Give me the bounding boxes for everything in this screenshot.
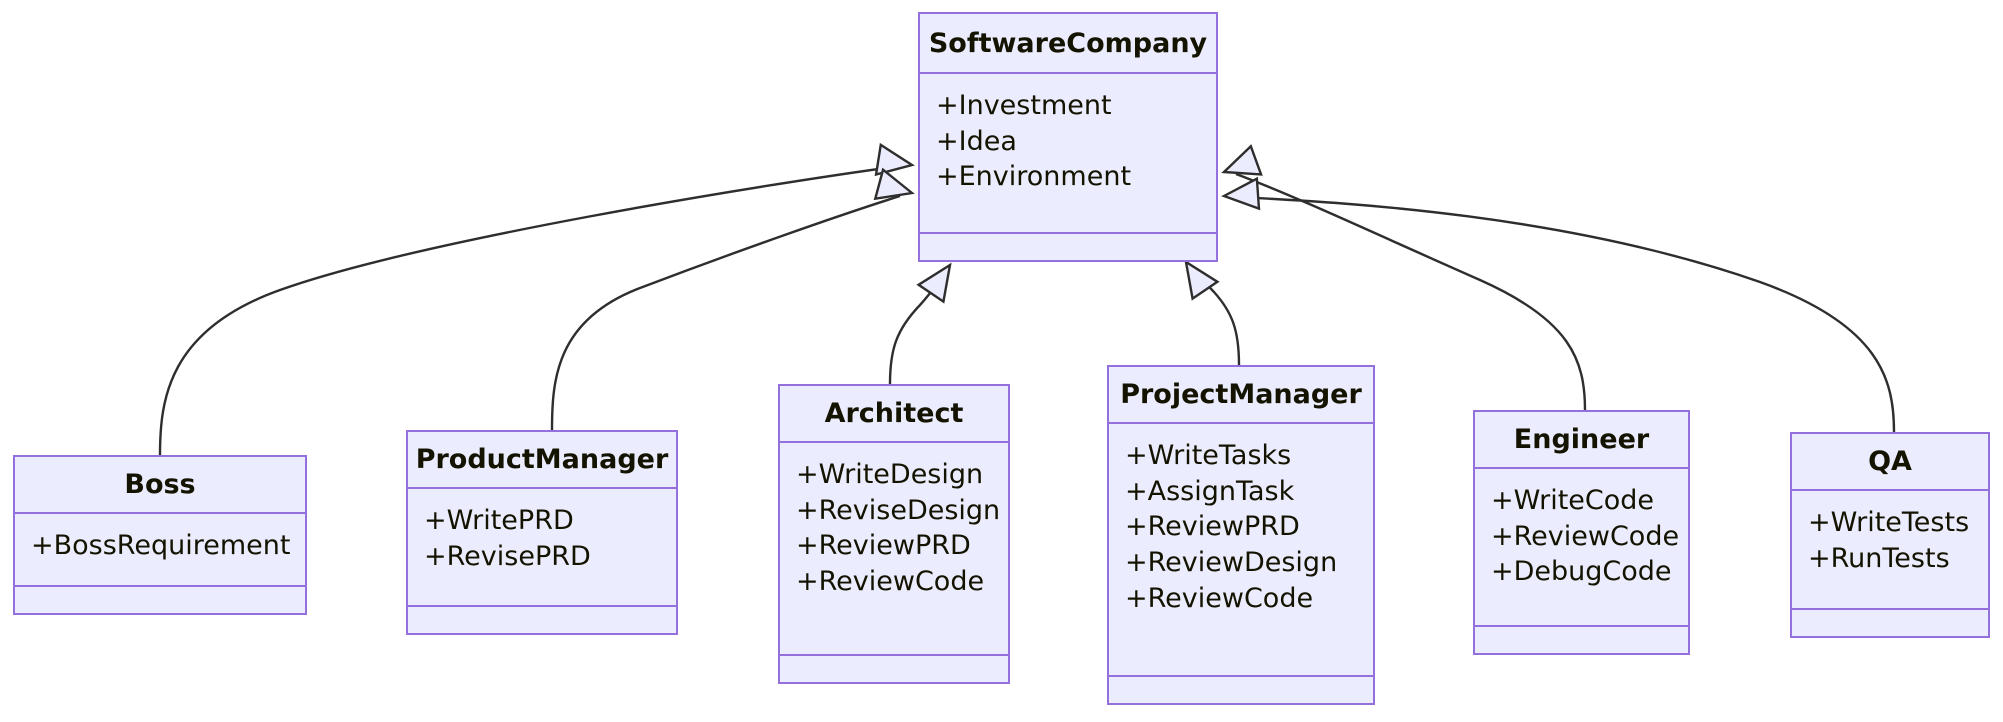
class-name-project_manager: ProjectManager — [1120, 379, 1362, 410]
class-title-divider-project_manager — [1109, 422, 1373, 424]
class-attribute: +ReviewCode — [796, 565, 985, 597]
class-attribute: +DebugCode — [1491, 556, 1672, 588]
generalization-arrowhead-icon — [874, 142, 915, 177]
class-attribute: +WritePRD — [424, 505, 574, 536]
class-methods-qa — [1792, 610, 1988, 636]
class-box-product_manager[interactable]: ProductManager +WritePRD +RevisePRD — [406, 430, 678, 635]
class-title-divider-architect — [780, 441, 1008, 443]
edge-line — [888, 273, 945, 385]
edge-architect-to-company — [888, 262, 952, 385]
class-name-engineer: Engineer — [1513, 424, 1650, 455]
class-attribute: +RevisePRD — [424, 540, 591, 572]
class-methods-product_manager — [408, 607, 676, 633]
class-attribute: +ReviseDesign — [796, 494, 1001, 526]
class-methods-engineer — [1475, 627, 1688, 653]
generalization-arrowhead-icon — [1221, 176, 1261, 211]
class-attr-divider-product_manager — [408, 605, 676, 607]
generalization-arrowhead-icon — [916, 262, 952, 304]
class-attribute: +Environment — [936, 161, 1132, 193]
class-attributes-boss: +BossRequirement — [15, 514, 305, 585]
class-attributes-engineer: +WriteCode +ReviewCode +DebugCode — [1475, 469, 1688, 625]
class-attribute: +WriteCode — [1491, 485, 1655, 516]
class-attribute: +WriteDesign — [796, 459, 984, 490]
class-title-divider-qa — [1792, 489, 1988, 491]
class-title-divider-product_manager — [408, 487, 676, 489]
class-name-qa: QA — [1868, 446, 1912, 477]
class-title-divider-boss — [15, 512, 305, 514]
class-attribute: +RunTests — [1808, 542, 1950, 574]
class-attr-divider-architect — [780, 654, 1008, 656]
class-name-boss: Boss — [124, 469, 196, 500]
class-attr-divider-project_manager — [1109, 675, 1373, 677]
class-attr-divider-boss — [15, 585, 305, 587]
class-box-architect[interactable]: Architect +WriteDesign +ReviseDesign +Revie… — [778, 384, 1010, 684]
edge-projectmanager-to-company — [1184, 259, 1241, 366]
class-attributes-qa: +WriteTests +RunTests — [1792, 491, 1988, 608]
class-attributes-project_manager: +WriteTasks +AssignTask +ReviewPRD+ReviewD… — [1109, 424, 1373, 675]
class-methods-project_manager — [1109, 677, 1373, 703]
class-box-software_company[interactable]: SoftwareCompany +Investment +Idea +Environm… — [918, 12, 1218, 262]
class-attributes-product_manager: +WritePRD +RevisePRD — [408, 489, 676, 605]
class-attribute: +WriteTasks — [1125, 440, 1292, 471]
class-name-software_company: SoftwareCompany — [928, 27, 1208, 59]
class-attr-divider-software_company — [920, 232, 1216, 234]
class-box-boss[interactable]: Boss +BossRequirement — [13, 455, 307, 615]
class-attributes-software_company: +Investment +Idea +Environment — [920, 74, 1216, 232]
class-attribute: +Idea — [936, 125, 1017, 157]
class-attribute: +Investment — [936, 90, 1112, 121]
class-attribute: +ReviewDesign — [1125, 546, 1338, 578]
class-attribute: +ReviewPRD — [1125, 511, 1300, 543]
class-attr-divider-qa — [1792, 608, 1988, 610]
class-attribute: +ReviewCode — [1491, 520, 1680, 552]
class-methods-boss — [15, 587, 305, 613]
class-attributes-architect: +WriteDesign +ReviseDesign +ReviewPRD+Revi… — [780, 443, 1008, 654]
generalization-arrowhead-icon — [873, 167, 915, 201]
generalization-arrowhead-icon — [1221, 144, 1263, 176]
class-attribute: +BossRequirement — [31, 530, 291, 561]
class-attribute: +AssignTask — [1125, 475, 1295, 507]
class-title-divider-engineer — [1475, 467, 1688, 469]
class-name-architect: Architect — [824, 398, 964, 429]
class-box-project_manager[interactable]: ProjectManager +WriteTasks +AssignTask +Rev… — [1107, 365, 1375, 705]
class-box-qa[interactable]: QA +WriteTests +RunTests — [1790, 432, 1990, 638]
class-name-product_manager: ProductManager — [415, 444, 669, 475]
class-attr-divider-engineer — [1475, 625, 1688, 627]
class-methods-software_company — [920, 234, 1216, 260]
class-attribute: +ReviewCode — [1125, 582, 1314, 614]
class-box-engineer[interactable]: Engineer +WriteCode +ReviewCode +DebugCode — [1473, 410, 1690, 655]
class-title-divider-software_company — [920, 72, 1216, 74]
class-attribute: +ReviewPRD — [796, 530, 971, 562]
edge-line — [1191, 265, 1241, 366]
class-attribute: +WriteTests — [1808, 507, 1970, 538]
class-methods-architect — [780, 656, 1008, 682]
